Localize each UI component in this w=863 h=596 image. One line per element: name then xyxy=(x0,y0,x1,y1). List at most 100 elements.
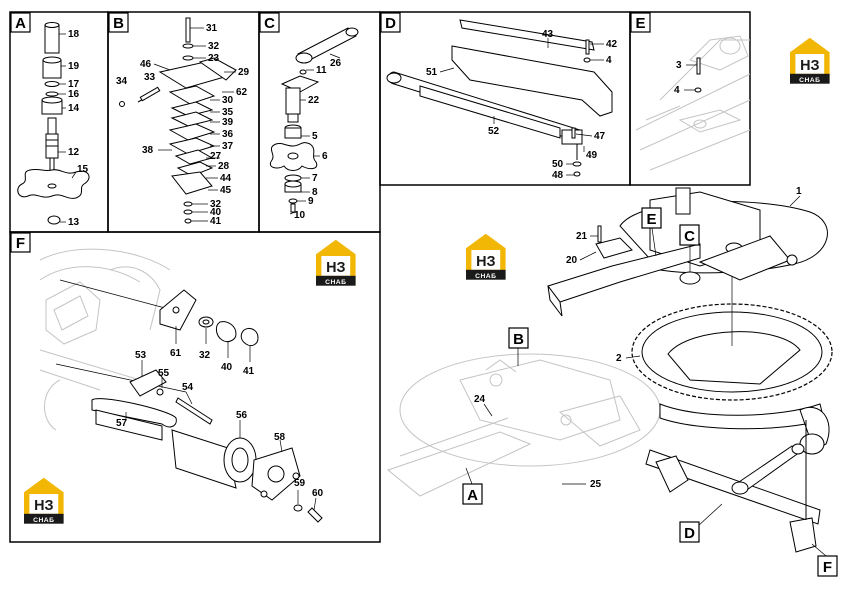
part-label: 32 xyxy=(210,199,222,210)
svg-text:E: E xyxy=(646,211,656,228)
part-label: 23 xyxy=(208,53,220,64)
callout-a: A xyxy=(462,483,483,505)
part-label: 14 xyxy=(68,103,80,114)
part-label: 21 xyxy=(576,231,588,242)
svg-text:D: D xyxy=(385,15,396,32)
part-label: 33 xyxy=(144,72,156,83)
part-label: 16 xyxy=(68,89,80,100)
part-label: 57 xyxy=(116,418,128,429)
part-label: 4 xyxy=(674,85,680,96)
part-label: 1 xyxy=(796,186,802,197)
part-label: 18 xyxy=(68,29,80,40)
part-label: 35 xyxy=(222,107,234,118)
panel-e-drawing xyxy=(635,35,751,171)
panel-f-label: F xyxy=(10,232,31,253)
part-label: 10 xyxy=(294,210,306,221)
part-label: 43 xyxy=(542,29,554,40)
part-label: 37 xyxy=(222,141,234,152)
part-label: 5 xyxy=(312,131,318,142)
panel-a-drawing xyxy=(17,22,90,225)
svg-text:C: C xyxy=(684,228,695,245)
part-label: 56 xyxy=(236,410,248,421)
part-label: 20 xyxy=(566,255,578,266)
callout-f: F xyxy=(817,555,838,577)
panel-b-callouts: 31 32 23 46 29 62 34 33 30 35 39 36 37 3… xyxy=(116,23,250,227)
panel-e-label: E xyxy=(630,12,651,33)
svg-text:B: B xyxy=(113,15,124,32)
panel-a-label: A xyxy=(10,12,31,33)
part-label: 11 xyxy=(316,65,327,76)
panel-e-callouts: 3 4 xyxy=(674,60,697,96)
part-label: 55 xyxy=(158,368,170,379)
panel-a-callouts: 18 19 17 16 14 12 15 13 xyxy=(58,29,89,228)
part-label: 58 xyxy=(274,432,286,443)
part-label: 54 xyxy=(182,382,194,393)
brand-logo: НЗ СНАБ xyxy=(24,477,64,524)
part-label: 4 xyxy=(606,55,612,66)
part-label: 8 xyxy=(312,187,318,198)
part-label: 13 xyxy=(68,217,80,228)
svg-text:F: F xyxy=(823,559,832,576)
part-label: 60 xyxy=(312,488,324,499)
part-label: 25 xyxy=(590,479,602,490)
svg-text:F: F xyxy=(16,235,25,252)
part-label: 48 xyxy=(552,170,564,181)
brand-logo: НЗ СНАБ xyxy=(790,37,830,84)
svg-text:СНАБ: СНАБ xyxy=(33,517,54,524)
panel-c-drawing xyxy=(270,27,359,213)
part-label: 28 xyxy=(218,161,230,172)
svg-text:D: D xyxy=(684,525,695,542)
part-label: 32 xyxy=(208,41,220,52)
svg-text:A: A xyxy=(467,487,478,504)
part-label: 38 xyxy=(142,145,154,156)
part-label: 40 xyxy=(210,207,222,218)
part-label: 41 xyxy=(210,216,222,227)
part-label: 26 xyxy=(330,58,342,69)
panel-c-callouts: 26 11 22 5 6 7 8 9 10 xyxy=(289,53,342,221)
svg-text:СНАБ: СНАБ xyxy=(799,77,820,84)
part-label: 62 xyxy=(236,87,248,98)
part-label: 19 xyxy=(68,61,80,72)
part-label: 22 xyxy=(308,95,320,106)
part-label: 42 xyxy=(606,39,618,50)
part-label: 30 xyxy=(222,95,234,106)
part-label: 27 xyxy=(210,151,222,162)
part-label: 32 xyxy=(199,350,211,361)
brand-logo: НЗ СНАБ xyxy=(466,233,506,280)
svg-text:НЗ: НЗ xyxy=(34,498,53,514)
main-assembly-ghost xyxy=(386,353,661,497)
part-label: 6 xyxy=(322,151,328,162)
part-label: 34 xyxy=(116,76,128,87)
part-label: 36 xyxy=(222,129,234,140)
part-label: 51 xyxy=(426,67,438,78)
panel-d-callouts: 43 42 4 51 47 52 49 50 48 xyxy=(426,29,618,181)
panel-b-label: B xyxy=(108,12,129,33)
svg-text:СНАБ: СНАБ xyxy=(325,279,346,286)
part-label: 49 xyxy=(586,150,598,161)
callout-c: C xyxy=(679,224,700,246)
callout-b: B xyxy=(508,327,529,349)
part-label: 31 xyxy=(206,23,218,34)
panel-d-drawing xyxy=(386,19,613,177)
part-label: 15 xyxy=(77,164,89,175)
panel-f-drawing xyxy=(39,248,323,523)
svg-text:СНАБ: СНАБ xyxy=(475,273,496,280)
part-label: 17 xyxy=(68,79,80,90)
part-label: 7 xyxy=(312,173,318,184)
part-label: 52 xyxy=(488,126,500,137)
part-label: 45 xyxy=(220,185,232,196)
part-label: 61 xyxy=(170,348,182,359)
panel-e-frame xyxy=(629,11,751,186)
panel-b-drawing xyxy=(119,17,237,224)
part-label: 47 xyxy=(594,131,606,142)
panel-f-frame xyxy=(9,231,381,543)
svg-text:НЗ: НЗ xyxy=(326,260,345,276)
svg-text:E: E xyxy=(635,15,645,32)
svg-text:A: A xyxy=(15,15,26,32)
main-assembly-drawing xyxy=(547,187,833,553)
part-label: 12 xyxy=(68,147,80,158)
part-label: 50 xyxy=(552,159,564,170)
callout-d: D xyxy=(679,521,700,543)
main-assembly-callouts: 1 21 20 2 24 25 E C B A D xyxy=(462,186,838,577)
